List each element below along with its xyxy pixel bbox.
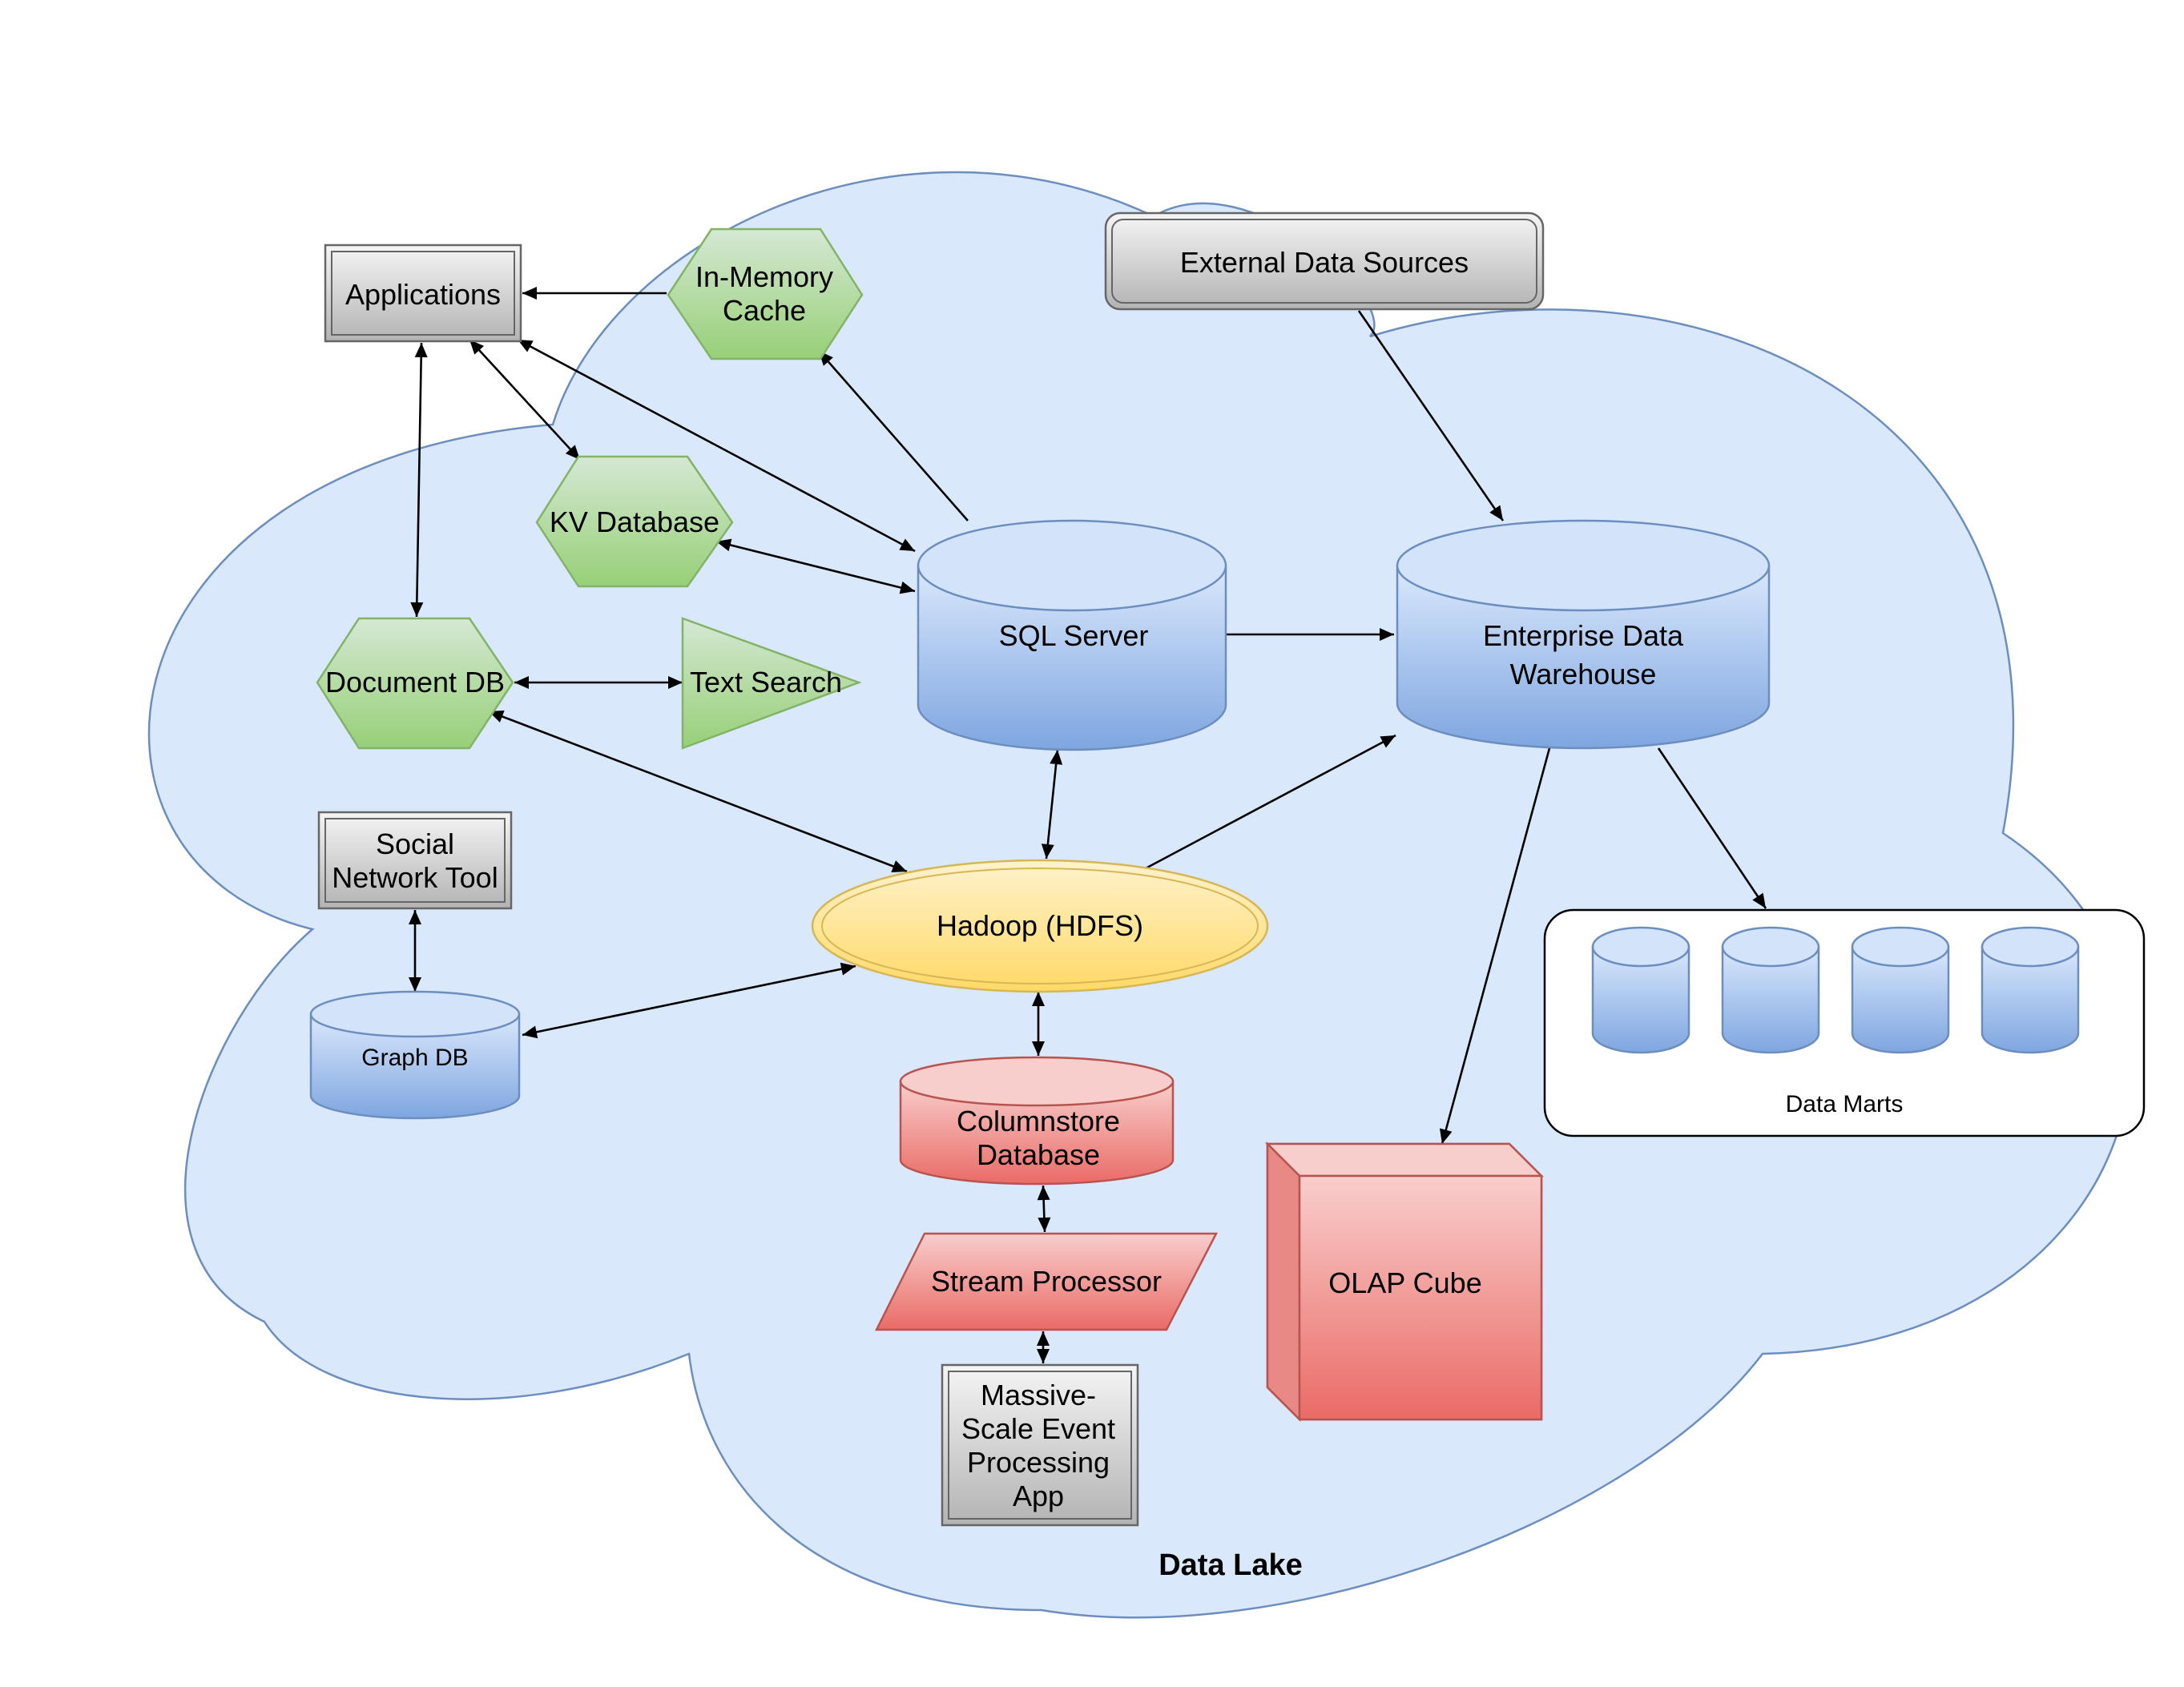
event-app-label-line2: Scale Event [961,1412,1115,1445]
olap-cube-label: OLAP Cube [1328,1266,1481,1299]
event-processing-app-node[interactable]: Massive- Scale Event Processing App [941,1363,1139,1527]
text-search-label: Text Search [690,666,842,699]
edge-hadoop-to-edw [1145,734,1396,870]
edw-node[interactable]: Enterprise Data Warehouse [1396,519,1771,750]
kv-database-label: KV Database [550,505,719,538]
social-label-line1: Social [376,827,454,860]
cache-label-line1: In-Memory [695,260,833,293]
data-mart-cylinder [1591,926,1690,1054]
social-network-tool-node[interactable]: Social Network Tool [317,811,513,910]
edge-external-to-edw [1357,310,1505,521]
edge-graph-hadoop [522,962,856,1039]
text-search-node[interactable]: Text Search [681,617,862,750]
olap-cube-node[interactable]: OLAP Cube [1264,1141,1545,1423]
kv-database-node[interactable]: KV Database [535,455,734,588]
data-marts-node[interactable]: Data Marts [1543,908,2146,1137]
edge-columnstore-stream [1037,1185,1051,1233]
edge-sql-applications [517,338,916,553]
columnstore-db-node[interactable]: Columnstore Database [899,1056,1175,1186]
external-data-sources-node[interactable]: External Data Sources [1104,211,1545,311]
social-label-line2: Network Tool [332,861,498,894]
applications-label: Applications [345,278,501,311]
graph-db-node[interactable]: Graph DB [309,990,521,1120]
edw-label-line1: Enterprise Data [1483,619,1684,652]
stream-processor-node[interactable]: Stream Processor [874,1232,1219,1331]
edge-kv-sql [715,538,916,594]
hadoop-hdfs-node[interactable]: Hadoop (HDFS) [811,859,1269,993]
edge-sql-hadoop [1041,749,1063,860]
sql-server-node[interactable]: SQL Server [917,519,1227,751]
cache-label-line2: Cache [723,294,806,327]
graph-db-label: Graph DB [361,1045,468,1071]
event-app-label-line1: Massive- [981,1379,1096,1411]
applications-node[interactable]: Applications [324,244,522,343]
columnstore-label-line1: Columnstore [957,1105,1120,1137]
data-mart-cylinder [1721,926,1820,1054]
event-app-label-line4: App [1013,1480,1064,1512]
edge-applications-kv [469,339,581,461]
document-db-label: Document DB [325,666,505,699]
data-mart-cylinder [1981,926,2080,1054]
edw-label-line2: Warehouse [1510,658,1657,691]
data-mart-cylinder [1851,926,1950,1054]
external-sources-label: External Data Sources [1180,246,1469,279]
edges [409,287,1767,1363]
edge-edw-to-datamarts [1657,747,1767,909]
hadoop-label: Hadoop (HDFS) [937,909,1143,942]
edge-document-hadoop [488,710,908,873]
in-memory-cache-node[interactable]: In-Memory Cache [667,227,864,360]
sql-server-label: SQL Server [999,619,1149,652]
edge-applications-document [410,342,428,618]
columnstore-label-line2: Database [977,1138,1100,1171]
stream-processor-label: Stream Processor [931,1265,1162,1298]
data-lake-label: Data Lake [1158,1548,1303,1582]
edge-edw-to-olap [1439,747,1551,1145]
event-app-label-line3: Processing [967,1446,1110,1479]
document-db-node[interactable]: Document DB [316,617,514,750]
data-marts-label: Data Marts [1786,1091,1904,1117]
